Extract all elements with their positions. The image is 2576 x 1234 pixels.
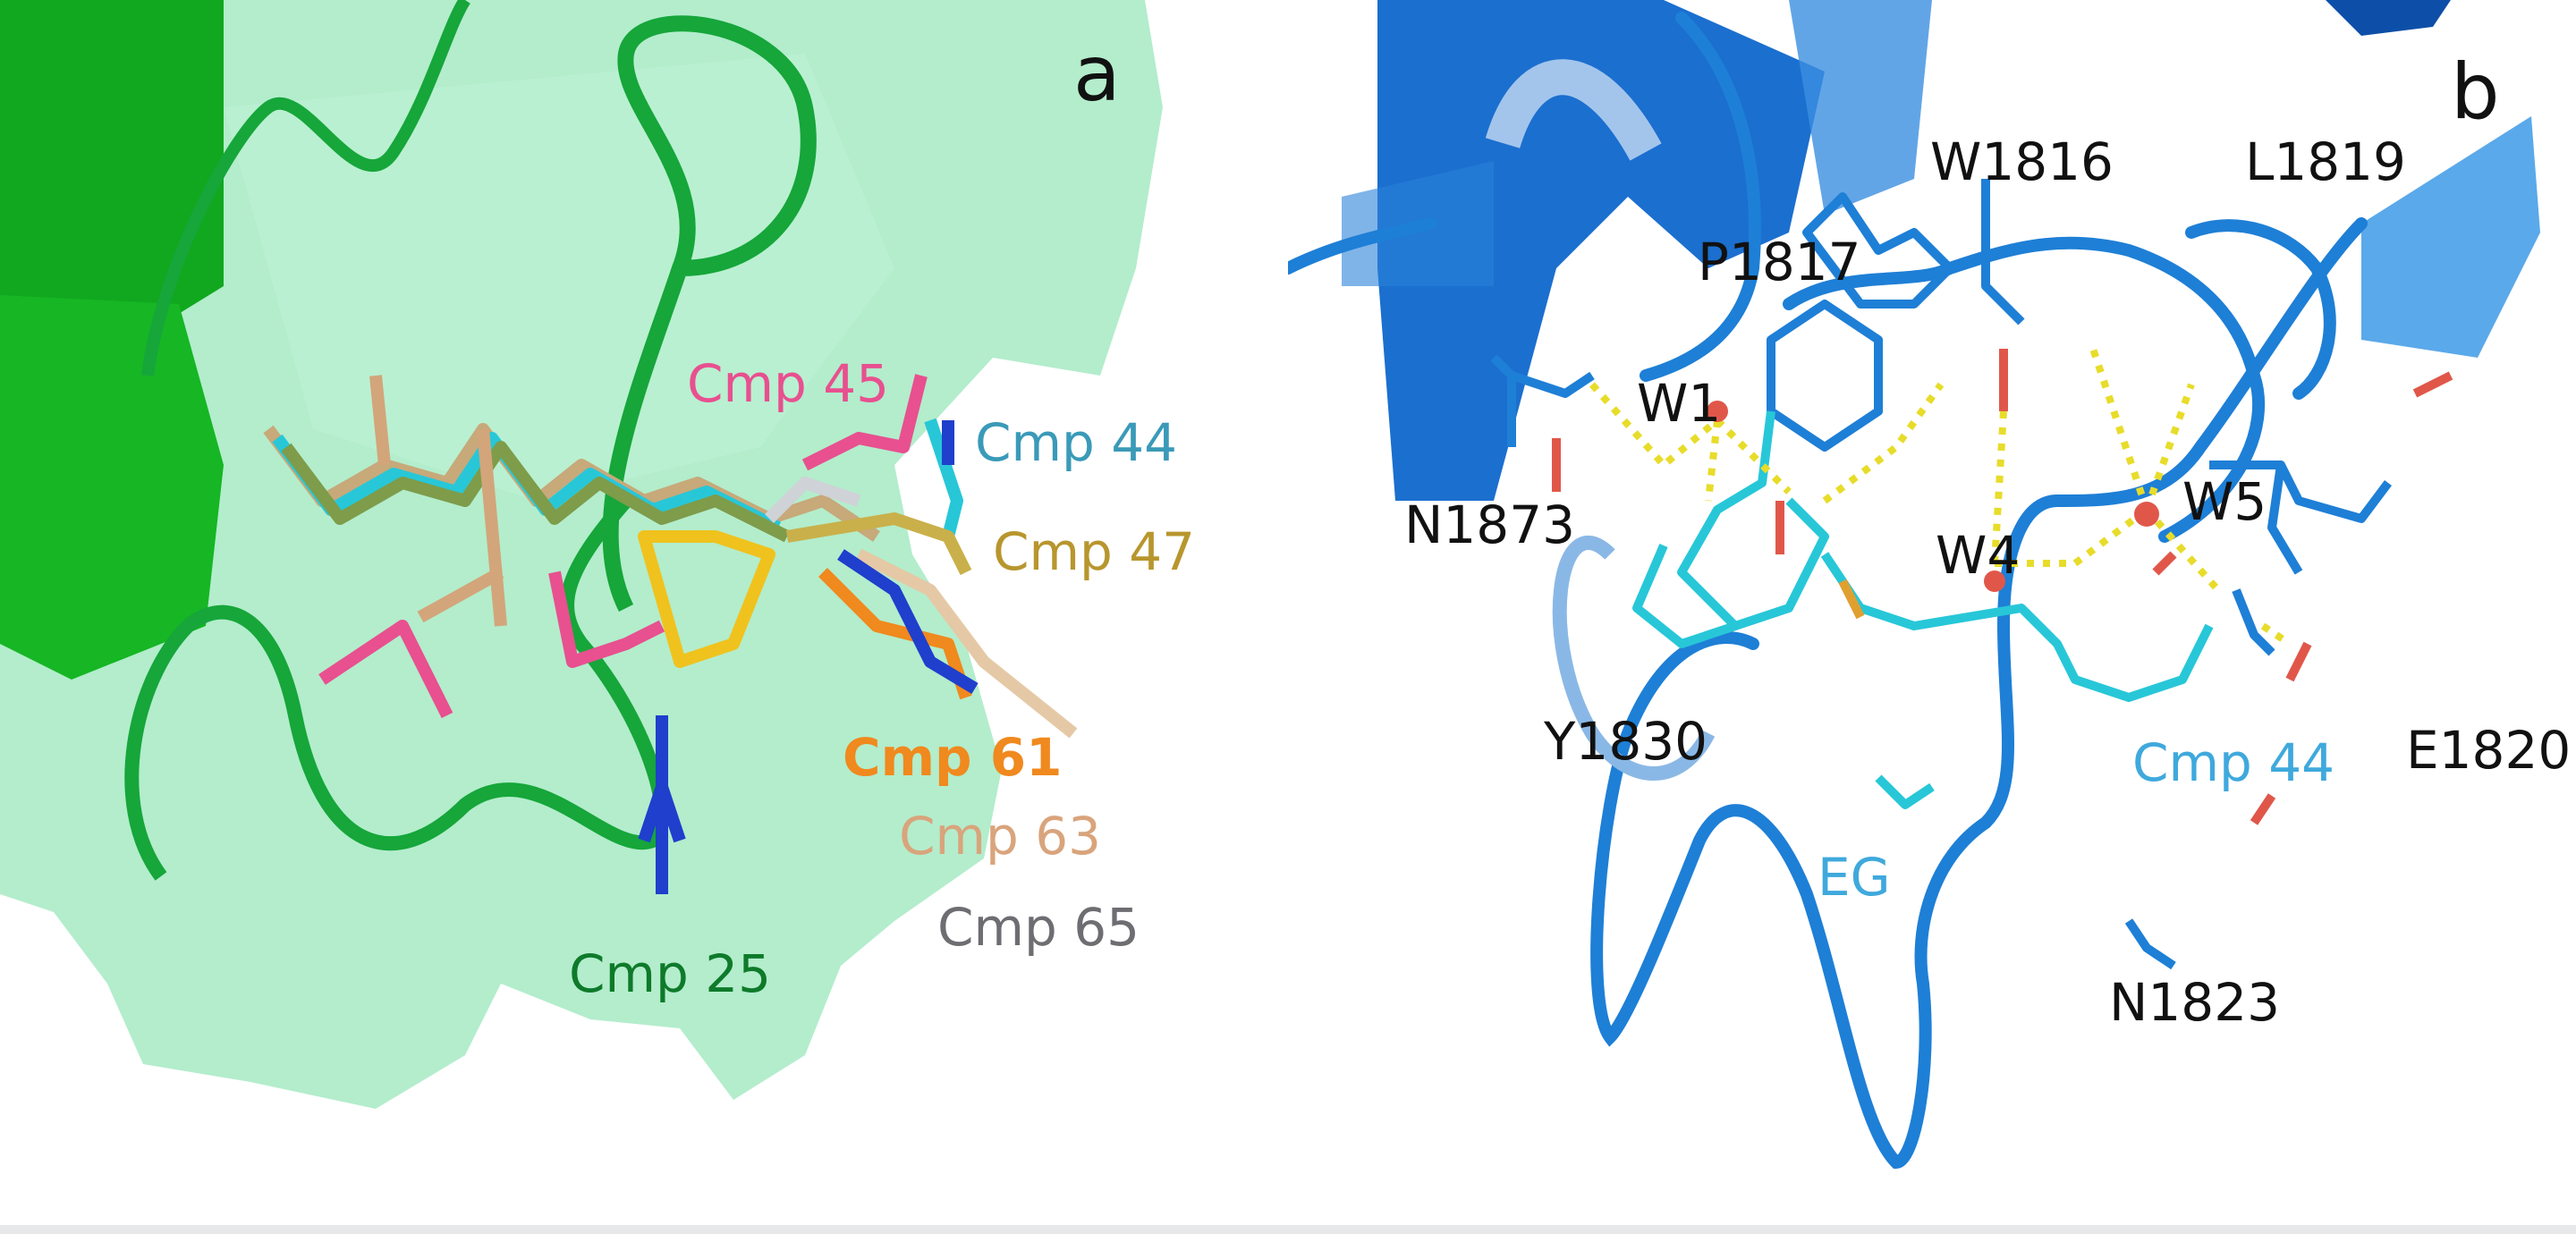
panel-letter-a: a: [1073, 30, 1121, 119]
label-residue-p1817: P1817: [1698, 232, 1861, 292]
panel-a-structure-overlay: a Cmp 45 Cmp 44 Cmp 47 Cmp 61 Cmp 63 Cmp…: [0, 0, 1288, 1225]
label-cmp-44: Cmp 44: [975, 412, 1178, 473]
label-cmp-65: Cmp 65: [937, 897, 1140, 958]
label-cmp-44-ligand: Cmp 44: [2132, 732, 2335, 793]
label-eg-ligand: EG: [1818, 847, 1891, 908]
label-residue-y1830: Y1830: [1544, 711, 1708, 772]
label-water-w1: W1: [1637, 373, 1722, 434]
panel-b-molecular-render: [1288, 0, 2540, 1170]
label-residue-n1823: N1823: [2109, 972, 2280, 1033]
label-residue-l1819: L1819: [2245, 131, 2406, 192]
label-residue-w1816: W1816: [1930, 131, 2114, 192]
label-water-w4: W4: [1936, 525, 2021, 586]
label-cmp-47: Cmp 47: [993, 521, 1196, 582]
bottom-divider: [0, 1225, 2576, 1234]
panel-b-binding-site: b W1816 L1819 P1817 N1873 W1 W5 W4 Y1830…: [1288, 0, 2576, 1225]
label-water-w5: W5: [2182, 471, 2267, 532]
panel-a-molecular-render: [0, 0, 1163, 1109]
panel-letter-b: b: [2451, 47, 2500, 137]
label-cmp-61: Cmp 61: [843, 727, 1063, 788]
label-residue-n1873: N1873: [1404, 494, 1575, 555]
label-residue-e1820: E1820: [2406, 720, 2572, 781]
label-cmp-63: Cmp 63: [899, 806, 1102, 866]
label-cmp-25: Cmp 25: [569, 943, 772, 1004]
label-cmp-45: Cmp 45: [687, 353, 890, 414]
